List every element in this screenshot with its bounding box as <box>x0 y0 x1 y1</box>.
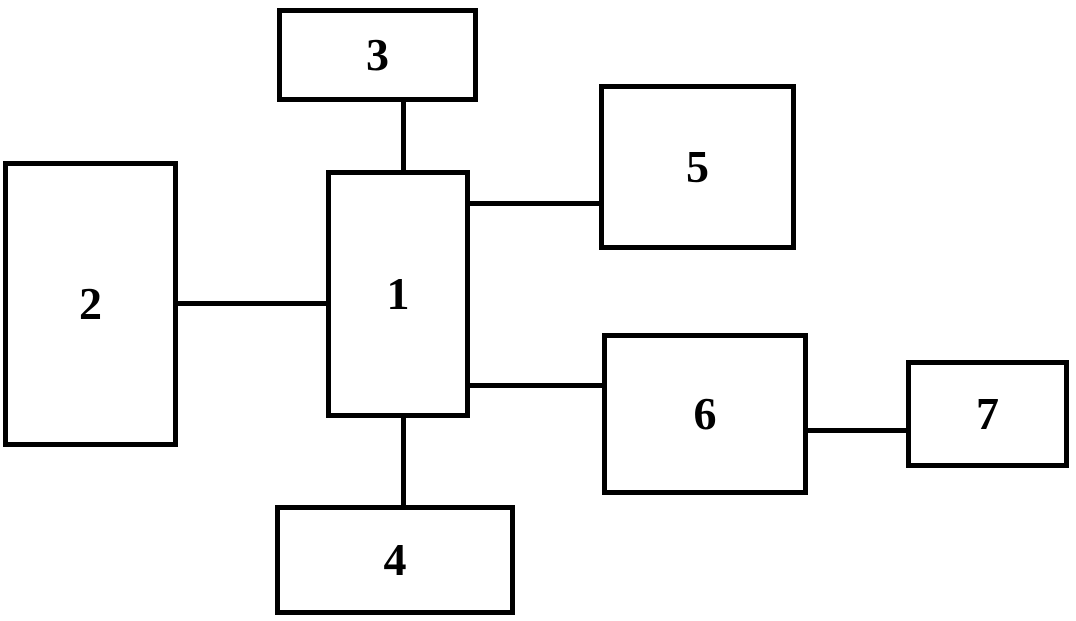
block-2-label: 2 <box>79 278 102 329</box>
connector-block1-to-block5 <box>465 201 604 206</box>
block-7-label: 7 <box>976 388 999 439</box>
block-4-label: 4 <box>383 534 407 585</box>
block-5[interactable]: 5 <box>599 84 796 250</box>
connector-block3-to-block1 <box>401 97 406 175</box>
block-3[interactable]: 3 <box>277 8 478 102</box>
block-3-label: 3 <box>366 29 389 80</box>
block-6[interactable]: 6 <box>602 333 808 495</box>
block-4[interactable]: 4 <box>275 505 515 615</box>
connector-block1-to-block4 <box>401 413 406 510</box>
block-5-label: 5 <box>686 141 709 192</box>
block-1-label: 1 <box>386 268 410 319</box>
block-2[interactable]: 2 <box>3 161 178 447</box>
block-1[interactable]: 1 <box>326 170 470 418</box>
block-7[interactable]: 7 <box>906 360 1069 468</box>
connector-block1-to-block6 <box>465 383 607 388</box>
connector-block2-to-block1 <box>173 301 331 306</box>
connector-block6-to-block7 <box>803 428 911 433</box>
block-6-label: 6 <box>693 388 717 439</box>
